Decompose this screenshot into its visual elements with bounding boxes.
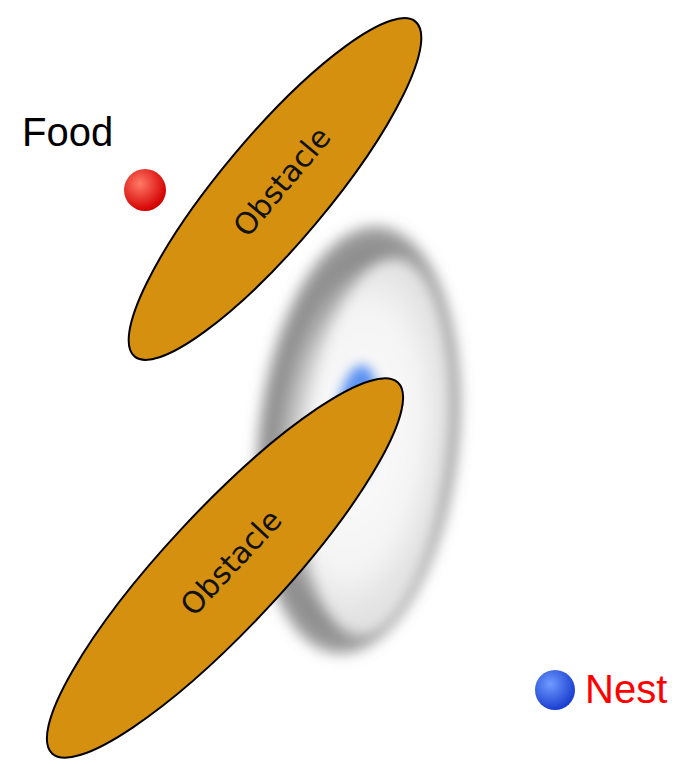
place-label: Nest: [585, 667, 667, 712]
obstacle-outline: [9, 343, 440, 764]
food-source: Food: [22, 110, 170, 215]
place-label: Food: [22, 110, 113, 155]
dot-circle: [124, 169, 166, 211]
dot-circle: [535, 670, 575, 710]
obstacle-outline: [94, 0, 457, 391]
nest: Nest: [535, 660, 671, 716]
